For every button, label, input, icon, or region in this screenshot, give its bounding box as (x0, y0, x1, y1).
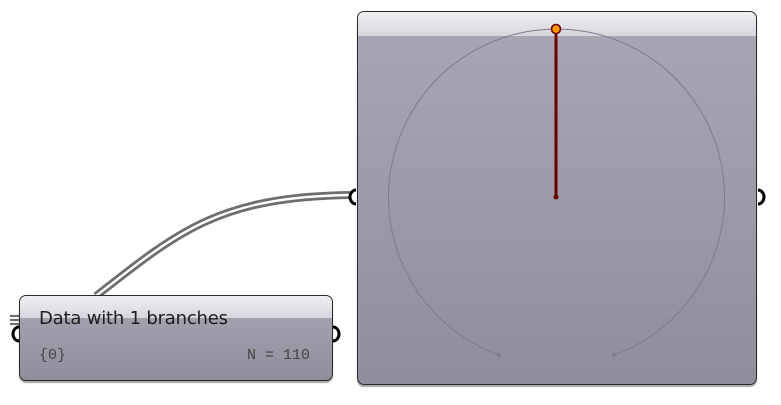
dial-handle[interactable] (550, 23, 562, 35)
data-viewer-output-grip[interactable] (332, 325, 341, 343)
data-viewer-input-grip[interactable] (11, 325, 20, 343)
data-wire[interactable] (93, 191, 351, 300)
data-viewer-panel[interactable]: Data with 1 branches {0} N = 110 (19, 295, 333, 381)
data-viewer-title: Data with 1 branches (39, 308, 228, 329)
dial-input-grip[interactable] (348, 188, 357, 206)
branch-path: {0} (39, 347, 67, 364)
dial-component[interactable] (357, 11, 757, 385)
item-count: N = 110 (246, 347, 310, 364)
dial-output-grip[interactable] (757, 188, 766, 206)
panel-gloss (20, 296, 332, 318)
